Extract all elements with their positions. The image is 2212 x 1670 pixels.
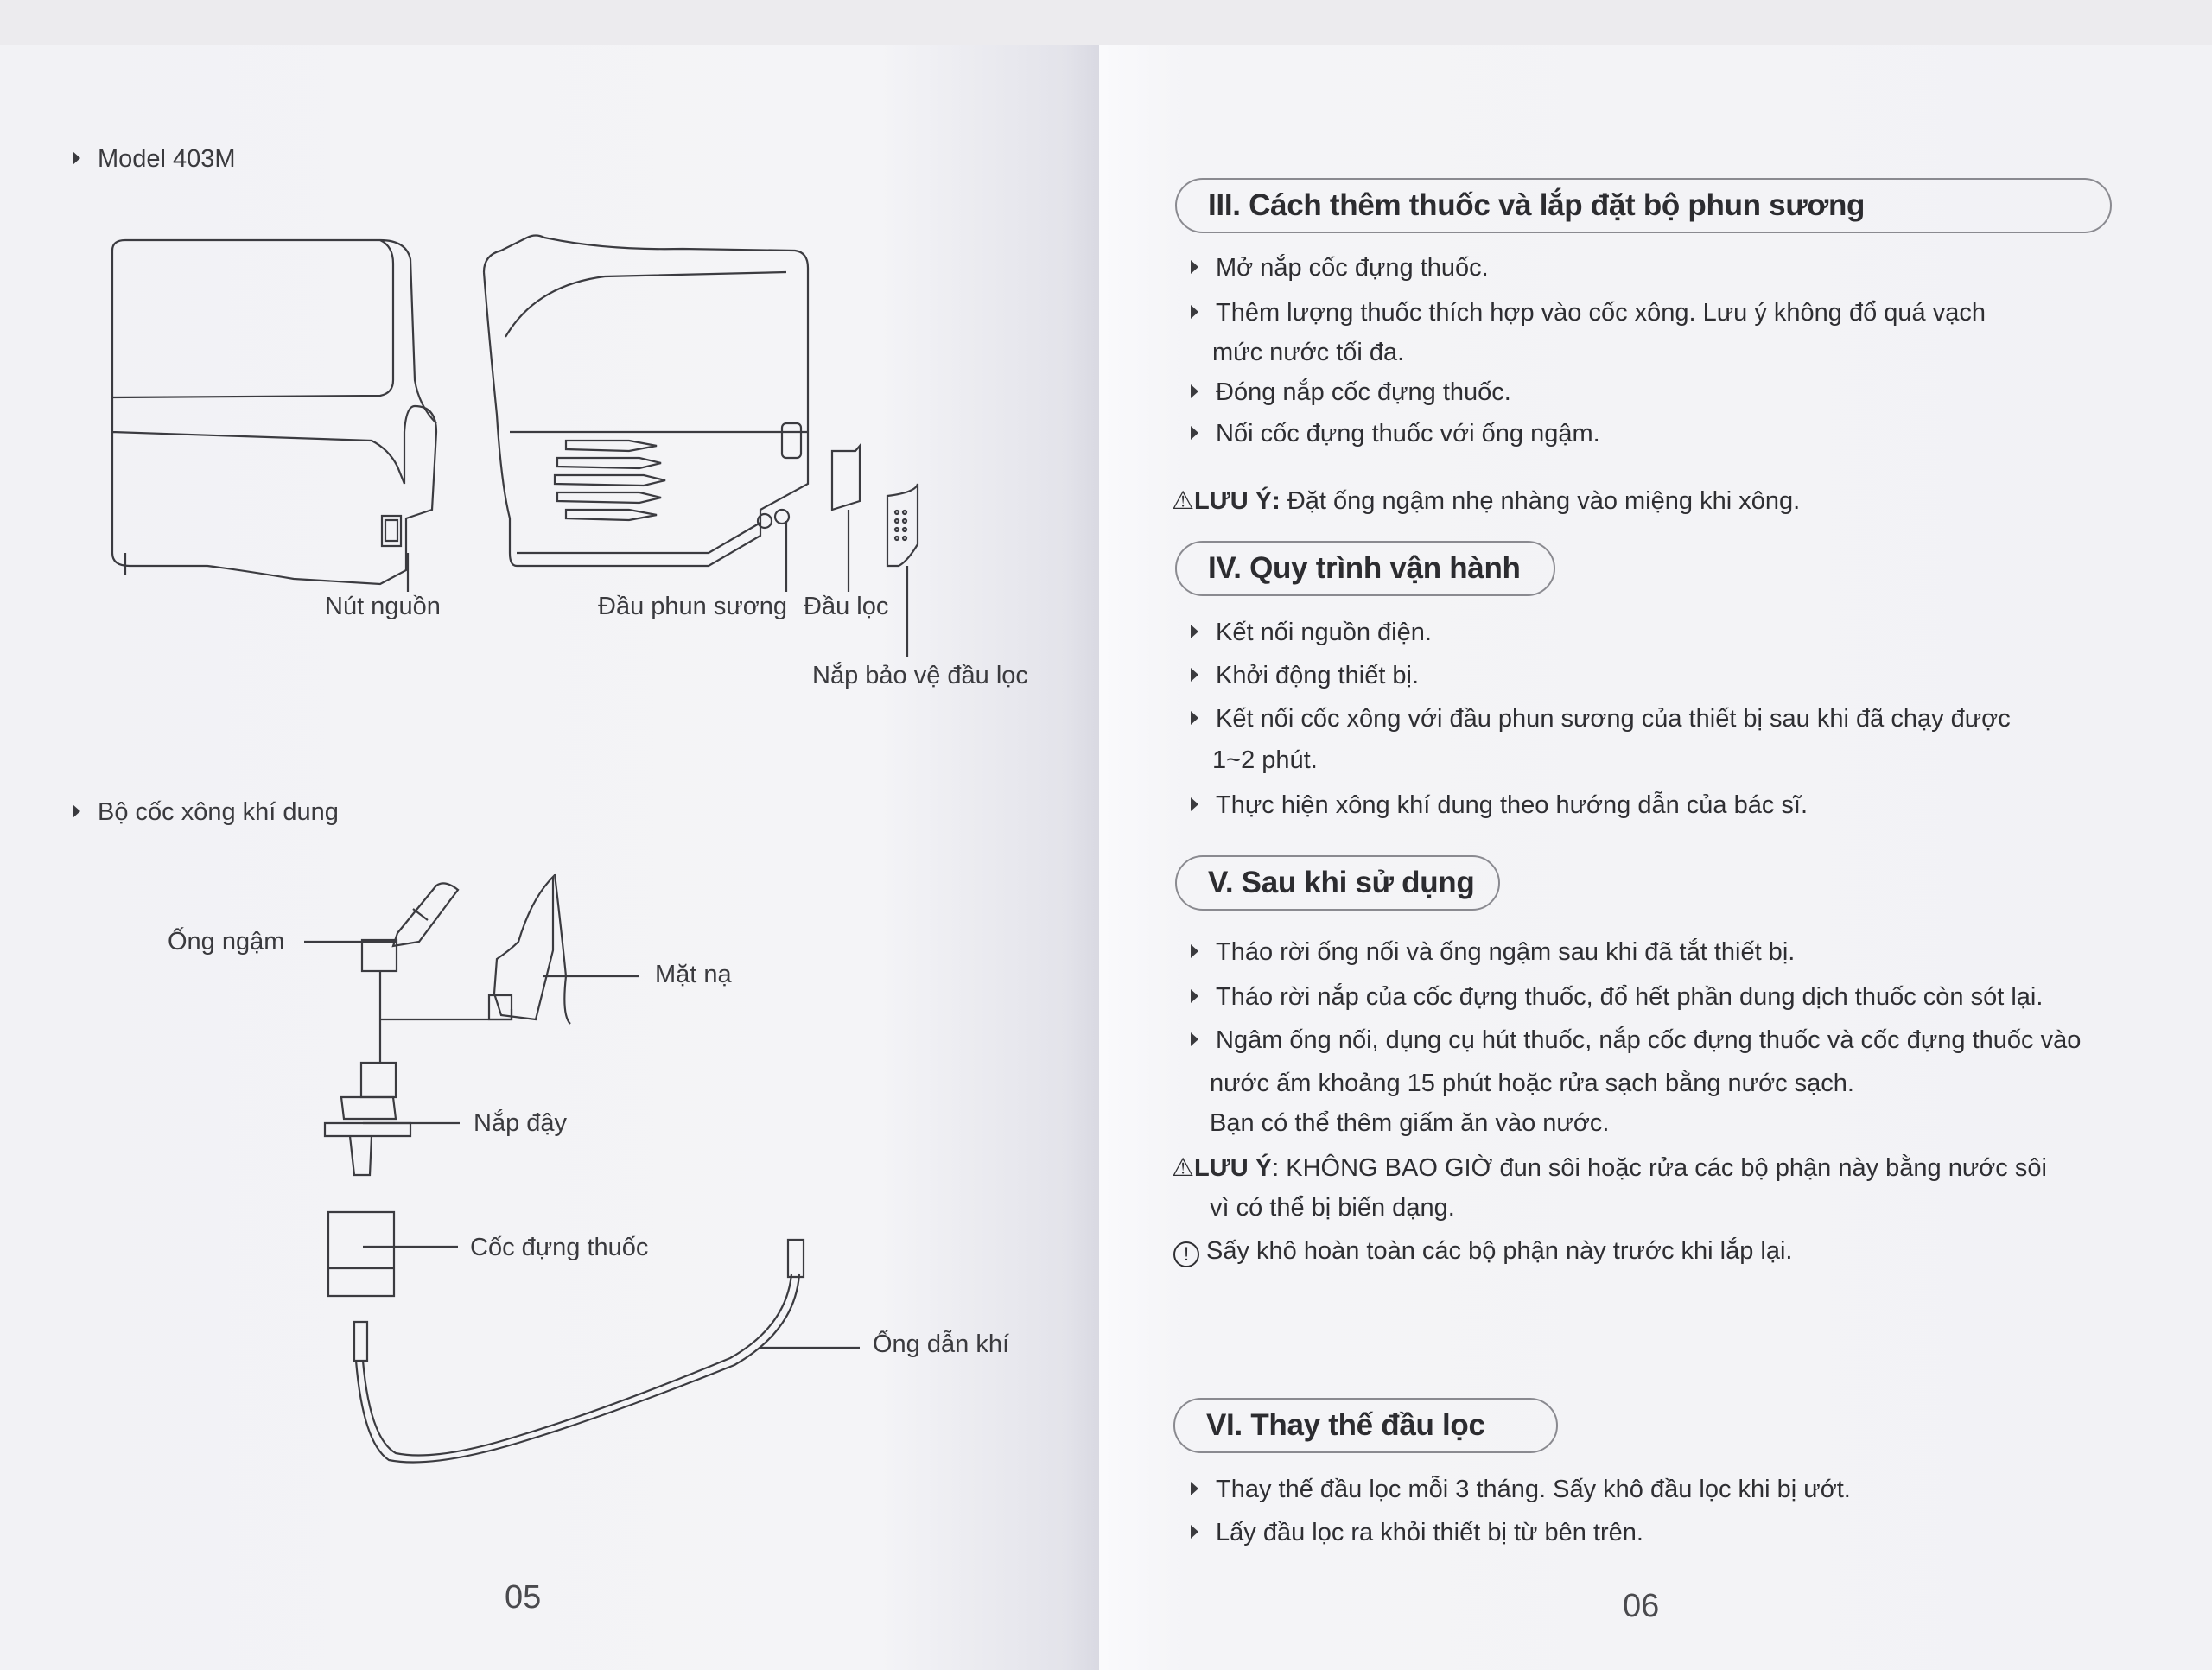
warning-label: LƯU Ý <box>1194 1154 1273 1182</box>
list-item: Ngâm ống nối, dụng cụ hút thuốc, nắp cốc… <box>1191 1026 2081 1055</box>
list-item: Thực hiện xông khí dung theo hướng dẫn c… <box>1191 791 1808 820</box>
label-filter: Đầu lọc <box>804 593 889 620</box>
note-text: Đặt ống ngậm nhẹ nhàng vào miệng khi xôn… <box>1280 487 1801 515</box>
warning-note-v: ⚠LƯU Ý: KHÔNG BAO GIỜ đun sôi hoặc rửa c… <box>1172 1152 2047 1183</box>
list-item-text: Mở nắp cốc đựng thuốc. <box>1216 254 1489 282</box>
bullet-triangle-icon <box>1191 711 1198 725</box>
label-filter-cover: Nắp bảo vệ đầu lọc <box>812 662 1028 689</box>
list-item: Tháo rời ống nối và ống ngậm sau khi đã … <box>1191 938 1795 967</box>
section-header-iv: IV. Quy trình vận hành <box>1175 541 1555 596</box>
label-cap: Nắp đậy <box>474 1109 568 1137</box>
label-air-tube: Ống dẫn khí <box>873 1330 1009 1358</box>
subsection-heading-model: Model 403M <box>73 145 236 174</box>
list-item-text: Ngâm ống nối, dụng cụ hút thuốc, nắp cốc… <box>1216 1026 2082 1054</box>
warning-icon: ⚠ <box>1172 487 1194 515</box>
section-header-vi: VI. Thay thế đầu lọc <box>1173 1398 1558 1453</box>
warning-icon: ⚠ <box>1172 1154 1194 1182</box>
bullet-triangle-icon <box>1191 426 1198 440</box>
bullet-triangle-icon <box>1191 797 1198 811</box>
list-item: Thay thế đầu lọc mỗi 3 tháng. Sấy khô đầ… <box>1191 1476 1851 1504</box>
section-header-v: V. Sau khi sử dụng <box>1175 855 1500 911</box>
note-iii: ⚠LƯU Ý: Đặt ống ngậm nhẹ nhàng vào miệng… <box>1172 486 1800 516</box>
bullet-triangle-icon <box>1191 625 1198 638</box>
list-item: Kết nối cốc xông với đầu phun sương của … <box>1191 705 2011 733</box>
label-nebulizer-outlet: Đầu phun sương <box>598 593 788 620</box>
label-mask: Mặt nạ <box>655 961 732 988</box>
bullet-triangle-icon <box>1191 668 1198 682</box>
list-item-text: Thay thế đầu lọc mỗi 3 tháng. Sấy khô đầ… <box>1216 1476 1851 1503</box>
list-item-text: Kết nối nguồn điện. <box>1216 619 1432 646</box>
list-item-text: Tháo rời ống nối và ống ngậm sau khi đã … <box>1216 938 1796 966</box>
list-item: Lấy đầu lọc ra khỏi thiết bị từ bên trên… <box>1191 1519 1643 1547</box>
bullet-triangle-icon <box>73 804 80 818</box>
bullet-triangle-icon <box>1191 305 1198 319</box>
bullet-triangle-icon <box>1191 260 1198 274</box>
list-item-continuation: nước ấm khoảng 15 phút hoặc rửa sạch bằn… <box>1210 1070 1854 1097</box>
list-item-continuation: Bạn có thể thêm giấm ăn vào nước. <box>1210 1109 1610 1137</box>
list-item-text: Lấy đầu lọc ra khỏi thiết bị từ bên trên… <box>1216 1519 1643 1546</box>
list-item: Kết nối nguồn điện. <box>1191 619 1432 647</box>
bullet-triangle-icon <box>1191 944 1198 958</box>
list-item: Đóng nắp cốc đựng thuốc. <box>1191 378 1511 407</box>
list-item-text: Thực hiện xông khí dung theo hướng dẫn c… <box>1216 791 1808 819</box>
section-title: IV. Quy trình vận hành <box>1208 551 1521 585</box>
section-title: III. Cách thêm thuốc và lắp đặt bộ phun … <box>1208 188 1866 222</box>
bullet-triangle-icon <box>1191 1525 1198 1539</box>
label-medicine-cup: Cốc đựng thuốc <box>470 1234 649 1261</box>
subsection-title: Bộ cốc xông khí dung <box>98 798 339 826</box>
list-item-continuation: 1~2 phút. <box>1212 746 1318 774</box>
device-illustration <box>111 234 919 657</box>
list-item-text: Khởi động thiết bị. <box>1216 662 1420 689</box>
list-item: Nối cốc đựng thuốc với ống ngậm. <box>1191 420 1600 448</box>
section-title: V. Sau khi sử dụng <box>1208 866 1475 899</box>
list-item-text: Tháo rời nắp của cốc đựng thuốc, đổ hết … <box>1216 983 2044 1011</box>
page-number-right: 06 <box>1623 1588 1660 1624</box>
list-item: Khởi động thiết bị. <box>1191 662 1419 690</box>
info-circle-icon: ! <box>1173 1241 1199 1267</box>
warning-continuation: vì có thể bị biến dạng. <box>1210 1194 1455 1222</box>
bullet-triangle-icon <box>73 151 80 165</box>
list-item-text: Đóng nắp cốc đựng thuốc. <box>1216 378 1511 406</box>
subsection-title: Model 403M <box>98 145 236 173</box>
list-item-continuation: mức nước tối đa. <box>1212 339 1405 366</box>
list-item-text: Thêm lượng thuốc thích hợp vào cốc xông.… <box>1216 299 1986 327</box>
bullet-triangle-icon <box>1191 1482 1198 1495</box>
info-text: Sấy khô hoàn toàn các bộ phận này trước … <box>1206 1237 1793 1265</box>
label-power-button: Nút nguồn <box>325 593 441 620</box>
bullet-triangle-icon <box>1191 384 1198 398</box>
warning-text: : KHÔNG BAO GIỜ đun sôi hoặc rửa các bộ … <box>1272 1154 2047 1182</box>
list-item-text: Kết nối cốc xông với đầu phun sương của … <box>1216 705 2011 733</box>
list-item: Tháo rời nắp của cốc đựng thuốc, đổ hết … <box>1191 983 2043 1012</box>
info-note-v: ! Sấy khô hoàn toàn các bộ phận này trước… <box>1173 1237 1792 1267</box>
nebulizer-kit-illustration <box>304 873 860 1464</box>
list-item: Mở nắp cốc đựng thuốc. <box>1191 254 1489 283</box>
section-title: VI. Thay thế đầu lọc <box>1206 1408 1485 1442</box>
list-item: Thêm lượng thuốc thích hợp vào cốc xông.… <box>1191 299 1986 327</box>
list-item-text: Nối cốc đựng thuốc với ống ngậm. <box>1216 420 1600 448</box>
bullet-triangle-icon <box>1191 989 1198 1003</box>
note-label: LƯU Ý: <box>1194 487 1281 515</box>
left-page <box>0 45 1099 1670</box>
section-header-iii: III. Cách thêm thuốc và lắp đặt bộ phun … <box>1175 178 2112 233</box>
page-number-left: 05 <box>505 1579 542 1616</box>
bullet-triangle-icon <box>1191 1032 1198 1046</box>
label-mouthpiece: Ống ngậm <box>168 928 285 956</box>
subsection-heading-kit: Bộ cốc xông khí dung <box>73 798 339 827</box>
